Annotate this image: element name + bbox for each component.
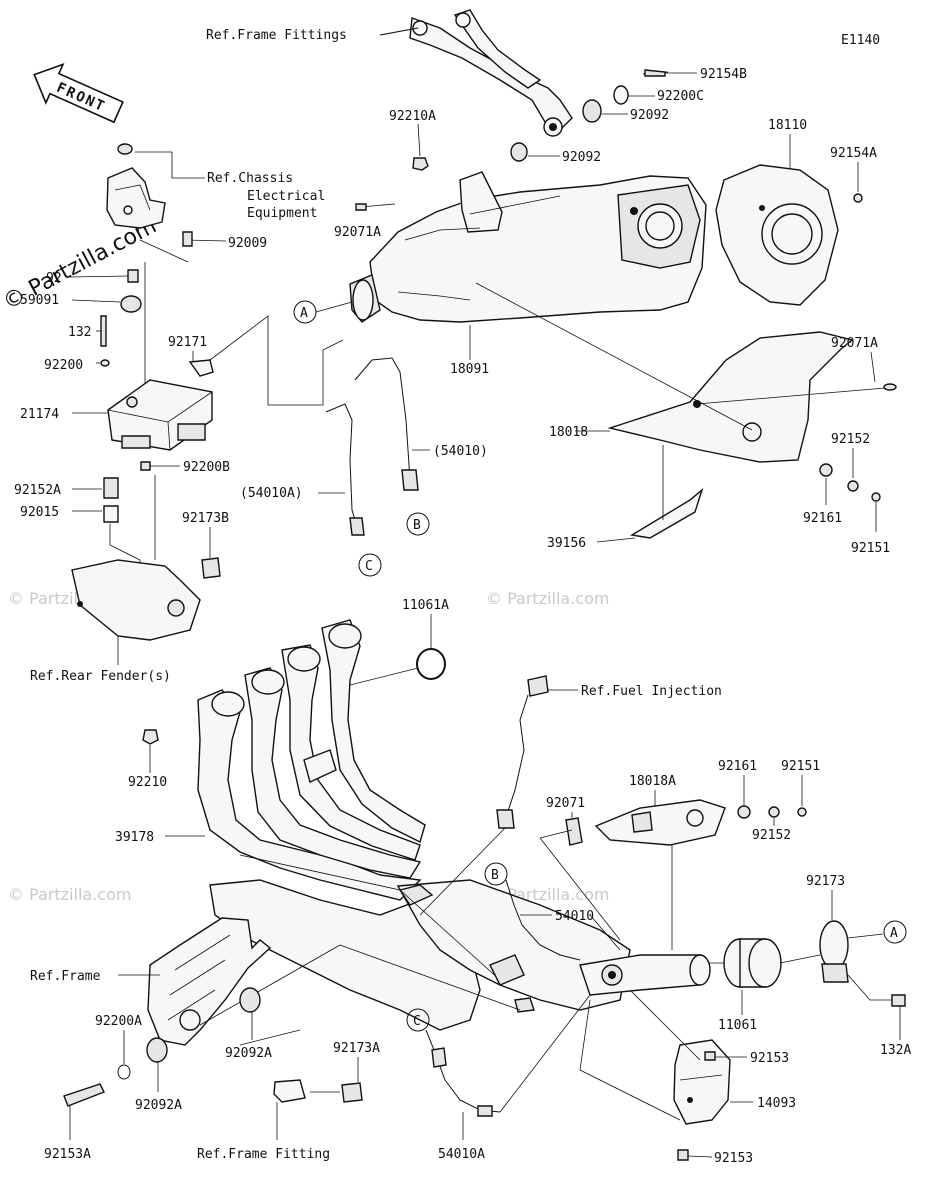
label-132A: 132A [880, 1043, 911, 1058]
label-92153A: 92153A [44, 1147, 91, 1162]
label-39178: 39178 [115, 830, 154, 845]
frame-fitting-bracket [409, 9, 573, 137]
heat-guard-18018 [607, 331, 854, 463]
label-92154B: 92154B [700, 67, 747, 82]
label-11061A: 11061A [402, 598, 449, 613]
ref-frame-fittings: Ref.Frame Fittings [206, 28, 347, 43]
header-pipe-39178 [197, 619, 631, 1031]
label-92152: 92152 [831, 432, 870, 447]
ref-frame: Ref.Frame [30, 969, 101, 984]
cover-14093 [673, 1039, 731, 1125]
ref-chassis: Electrical [247, 189, 325, 204]
rear-fender-ref [71, 559, 201, 641]
label-92152A: 92152A [14, 483, 61, 498]
callout-a: A [890, 926, 898, 941]
label-92171: 92171 [168, 335, 207, 350]
label-92173B: 92173B [182, 511, 229, 526]
label-92210: 92210 [128, 775, 167, 790]
label-92153: 92153 [750, 1051, 789, 1066]
diagram-code: E1140 [841, 33, 880, 48]
label-92071A: 92071A [334, 225, 381, 240]
label-92092: 92092 [562, 150, 601, 165]
label-21174: 21174 [20, 407, 59, 422]
label-18091: 18091 [450, 362, 489, 377]
label-92200: 92200 [44, 358, 83, 373]
label-92173: 92173 [806, 874, 845, 889]
label-14093: 14093 [757, 1096, 796, 1111]
clamp-92173 [819, 920, 849, 983]
callout-c: C [413, 1014, 421, 1029]
label-92200B: 92200B [183, 460, 230, 475]
ref-chassis: Equipment [247, 206, 317, 221]
label-92092A: 92092A [135, 1098, 182, 1113]
label-54010A: 54010A [438, 1147, 485, 1162]
muffler-18091 [349, 171, 707, 323]
label-92092A: 92092A [225, 1046, 272, 1061]
label-92071: 92071 [546, 796, 585, 811]
frame-ref [147, 917, 272, 1046]
watermark: © Partzilla.com [8, 885, 131, 904]
label-92173A: 92173A [333, 1041, 380, 1056]
ref-chassis: Ref.Chassis [207, 171, 293, 186]
label-54010: 54010 [555, 909, 594, 924]
end-cap-18110 [715, 164, 839, 306]
label-92151: 92151 [851, 541, 890, 556]
label-54010: (54010) [433, 444, 488, 459]
label-92151: 92151 [781, 759, 820, 774]
label-92015: 92015 [20, 505, 59, 520]
callout-b: B [413, 518, 421, 533]
label-92154A: 92154A [830, 146, 877, 161]
label-92152: 92152 [752, 828, 791, 843]
callout-b: B [491, 868, 499, 883]
label-92161: 92161 [803, 511, 842, 526]
label-11061: 11061 [718, 1018, 757, 1033]
callout-a: A [300, 306, 308, 321]
control-unit-21174 [107, 379, 213, 451]
ref-rear-fender: Ref.Rear Fender(s) [30, 669, 171, 684]
label-92200A: 92200A [95, 1014, 142, 1029]
label-92200C: 92200C [657, 89, 704, 104]
label-59091: 59091 [20, 293, 59, 308]
label-92153: 92153 [714, 1151, 753, 1166]
watermark: © Partzilla.com [486, 589, 609, 608]
label-132: 132 [68, 325, 91, 340]
label-92210A: 92210A [389, 109, 436, 124]
label-92009: 92009 [228, 236, 267, 251]
label-39156: 39156 [547, 536, 586, 551]
callout-c: C [365, 559, 373, 574]
cover-18018A [594, 799, 726, 846]
label-92-trunc: 92 [46, 271, 62, 286]
label-54010A: (54010A) [240, 486, 303, 501]
chassis-bracket [106, 143, 166, 229]
label-18110: 18110 [768, 118, 807, 133]
front-arrow-icon: FRONT [33, 63, 124, 124]
label-18018: 18018 [549, 425, 588, 440]
ref-fuel-injection: Ref.Fuel Injection [581, 684, 722, 699]
label-92161: 92161 [718, 759, 757, 774]
label-92071A: 92071A [831, 336, 878, 351]
ref-frame-fitting: Ref.Frame Fitting [197, 1147, 330, 1162]
label-92092: 92092 [630, 108, 669, 123]
label-18018A: 18018A [629, 774, 676, 789]
